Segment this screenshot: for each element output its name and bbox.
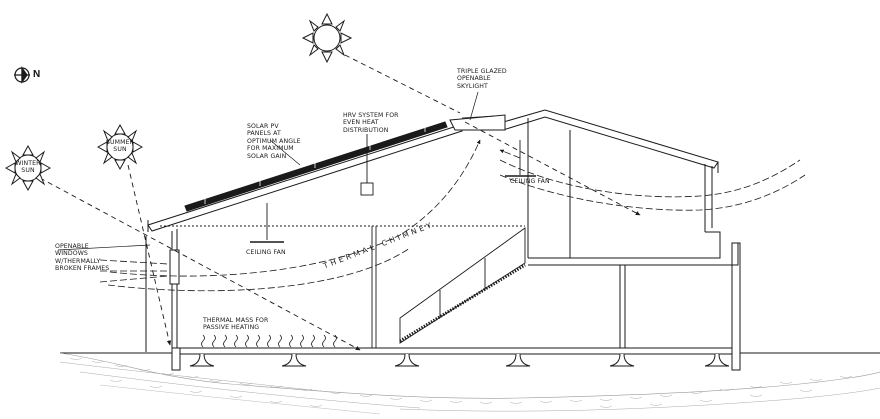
solar-pv-label: SOLAR PV PANELS AT OPTIMUM ANGLE FOR MAX… — [247, 123, 301, 160]
staircase — [399, 227, 526, 344]
floor-slab — [171, 242, 741, 371]
windows-label: OPENABLE WINDOWS W/THERMALLY BROKEN FRAM… — [55, 243, 110, 273]
thermal-mass-label: THERMAL MASS FOR PASSIVE HEATING — [203, 317, 269, 332]
summer-sun-label: SUMMER SUN — [106, 139, 134, 154]
skylight-label: TRIPLE GLAZED OPENABLE SKYLIGHT — [457, 68, 507, 90]
ceiling-fan-right-label: CEILING FAN — [510, 178, 550, 185]
winter-sun-icon — [4, 144, 52, 192]
north-arrow-icon — [14, 66, 30, 84]
north-label: N — [33, 69, 41, 80]
thermal-mass-icons — [201, 334, 337, 348]
top-sun-icon — [301, 12, 353, 64]
hrv-label: HRV SYSTEM FOR EVEN HEAT DISTRIBUTION — [343, 112, 399, 134]
winter-sun-label: WINTER SUN — [15, 160, 41, 175]
left-roof — [145, 121, 463, 352]
right-roof — [449, 109, 739, 348]
leader-lines — [57, 91, 479, 251]
ground-hatch — [69, 357, 853, 408]
ground — [59, 352, 880, 415]
air-flow-lines — [99, 139, 806, 292]
summer-sun-icon — [96, 123, 144, 171]
ceiling-fan-left-label: CEILING FAN — [246, 249, 286, 256]
sun-ray-lines — [39, 54, 641, 351]
